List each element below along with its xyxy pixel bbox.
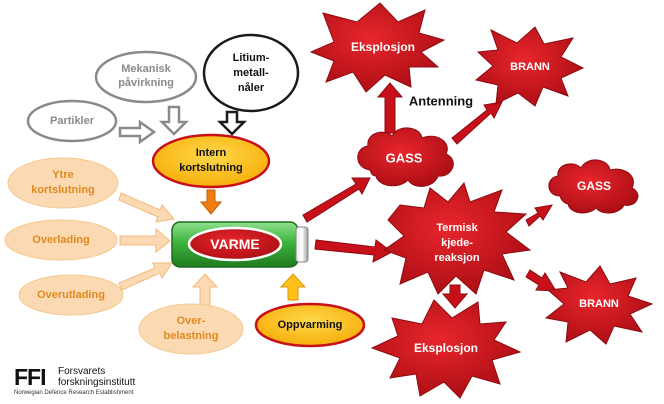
edge-label-antenning: Antenning — [409, 94, 473, 109]
arrow-mekanisk-to-intern — [158, 105, 190, 136]
node-termisk-line3: reaksjon — [434, 252, 480, 264]
battery-terminal — [295, 226, 309, 263]
node-mekanisk-line1: Mekanisk — [121, 63, 171, 75]
node-termisk-line1: Termisk — [436, 222, 478, 234]
node-intern-line2: kortslutning — [179, 162, 243, 174]
arrow-gass-to-eksplosjon-top — [376, 82, 404, 134]
ffi-logo-mark: FFI — [14, 364, 46, 390]
node-termisk: Termisk kjede- reaksjon — [382, 181, 532, 295]
ffi-logo-subtitle: Norwegian Defence Research Establishment — [14, 390, 134, 396]
arrow-gass-to-brann-top — [451, 101, 503, 145]
node-brann-top: BRANN — [474, 26, 585, 107]
battery-label-ellipse — [187, 226, 283, 262]
node-gass-right: GASS — [548, 159, 639, 214]
node-brann-bottom-label: BRANN — [579, 298, 619, 310]
node-eksplosjon-top: Eksplosjon — [309, 2, 446, 93]
arrow-varme-to-termisk — [314, 239, 393, 263]
node-mekanisk: Mekanisk påvirkning — [94, 50, 198, 104]
node-termisk-line2: kjede- — [441, 237, 473, 249]
node-eksplosjon-bottom: Eksplosjon — [370, 299, 522, 399]
node-overbelastning: Over- belastning — [138, 303, 244, 355]
arrow-intern-to-varme — [199, 189, 223, 215]
node-litium: Litium- metall- nåler — [202, 33, 300, 113]
node-litium-line2: metall- — [233, 67, 269, 79]
node-oppvarming: Oppvarming — [254, 302, 366, 348]
node-ytre-line1: Ytre — [52, 169, 73, 181]
node-partikler: Partikler — [26, 99, 118, 143]
arrow-overutlading-to-varme — [118, 262, 173, 291]
node-litium-line3: nåler — [238, 82, 265, 94]
node-partikler-line1: Partikler — [50, 115, 95, 127]
node-brann-bottom: BRANN — [544, 265, 654, 345]
arrow-ytre-to-varme — [118, 192, 175, 223]
node-overlading: Overlading — [4, 219, 118, 261]
node-gass-right-label: GASS — [577, 179, 611, 193]
node-overbelastning-line1: Over- — [177, 315, 206, 327]
node-overbelastning-line2: belastning — [163, 330, 218, 342]
arrow-litium-to-intern — [216, 110, 248, 136]
node-litium-line1: Litium- — [233, 52, 270, 64]
node-eksplosjon-bottom-label: Eksplosjon — [414, 341, 478, 355]
node-intern: Intern kortslutning — [151, 133, 271, 189]
ffi-logo-name-line1: Forsvarets — [58, 366, 106, 377]
node-oppvarming-line1: Oppvarming — [278, 319, 343, 331]
node-intern-line1: Intern — [196, 147, 227, 159]
arrow-partikler-to-intern — [118, 119, 157, 145]
node-overutlading: Overutlading — [18, 274, 124, 316]
node-gass-mid-label: GASS — [386, 151, 423, 166]
node-mekanisk-line2: påvirkning — [118, 77, 174, 89]
arrow-varme-to-gass — [302, 177, 371, 223]
node-overlading-line1: Overlading — [32, 234, 89, 246]
node-varme-label: VARME — [210, 236, 260, 252]
arrow-oppvarming-to-varme — [279, 273, 307, 301]
node-brann-top-label: BRANN — [510, 61, 550, 73]
arrow-overlading-to-varme — [119, 227, 171, 254]
arrow-termisk-to-brann-bottom — [525, 269, 557, 292]
node-ytre-line2: kortslutning — [31, 184, 95, 196]
battery-varme: VARME — [171, 221, 309, 268]
arrow-overbelastning-to-varme — [191, 273, 219, 308]
node-ytre: Ytre kortslutning — [7, 157, 119, 209]
node-gass-mid: GASS — [357, 127, 454, 187]
ffi-logo-name: Forsvarets forskningsinstitutt — [58, 366, 135, 388]
arrow-termisk-to-gass-right — [525, 204, 553, 227]
arrow-termisk-to-eksplosjon-bottom — [441, 284, 469, 309]
node-overutlading-line1: Overutlading — [37, 289, 105, 301]
node-eksplosjon-top-label: Eksplosjon — [351, 40, 415, 54]
ffi-logo-name-line2: forskningsinstitutt — [58, 377, 136, 388]
